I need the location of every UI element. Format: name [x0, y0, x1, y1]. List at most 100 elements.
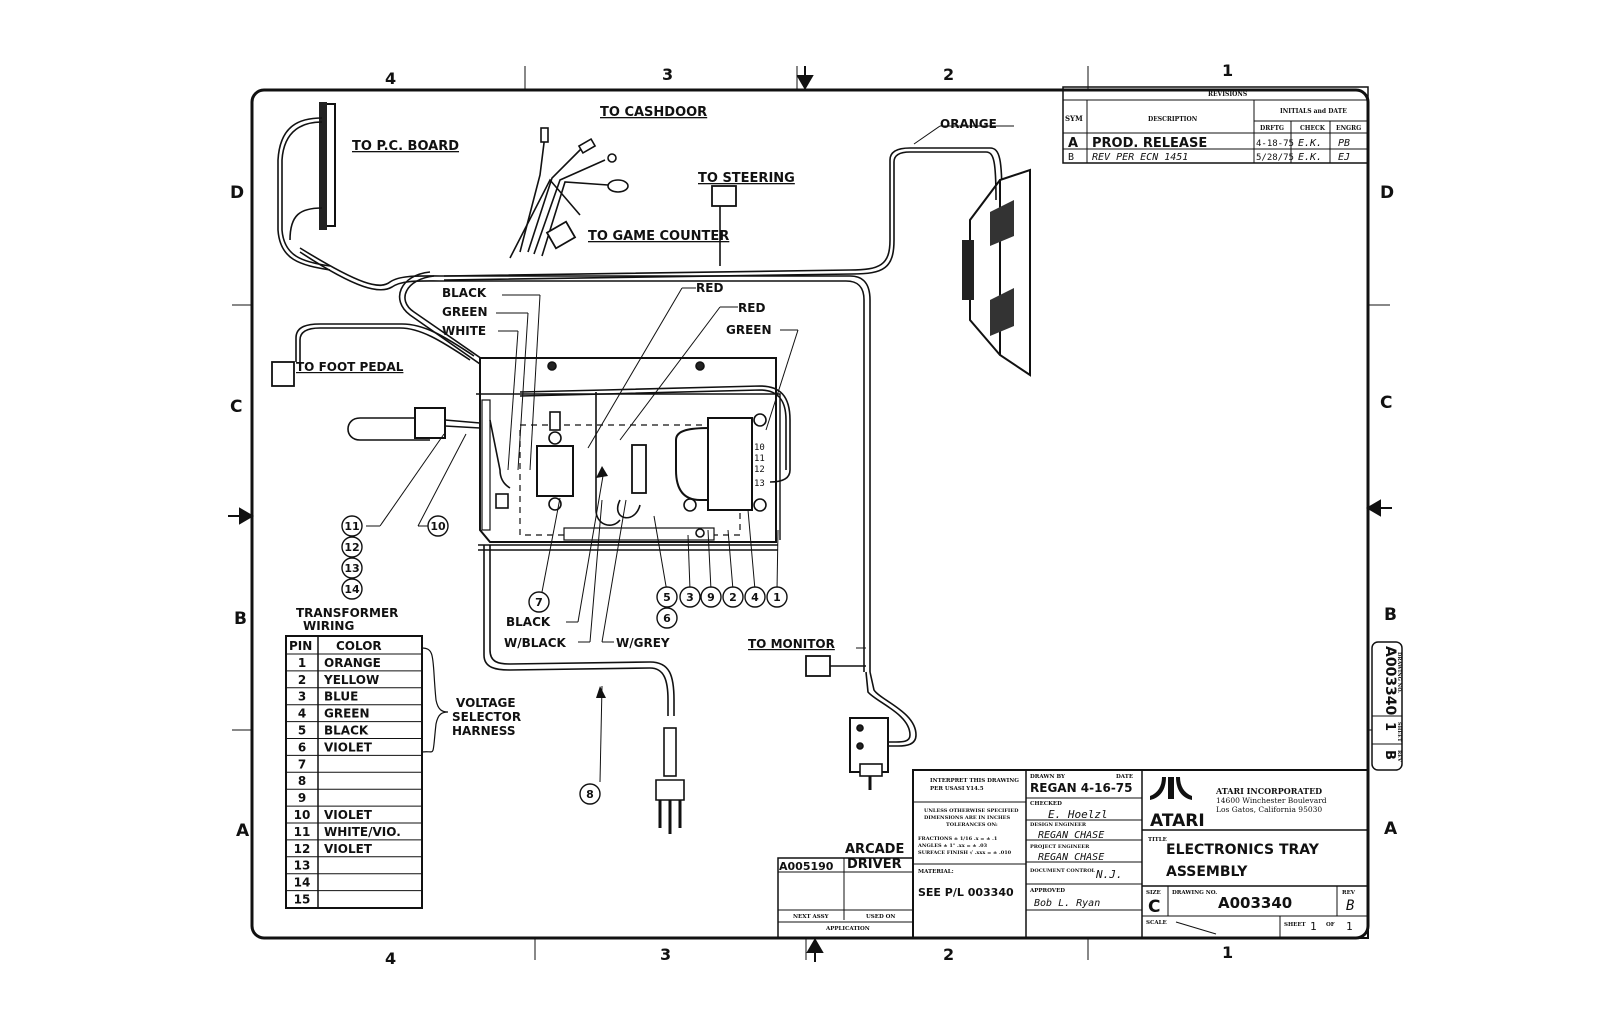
drawn-by-value: REGAN 4-16-75	[1030, 781, 1133, 795]
terminal-label: 11	[754, 454, 765, 464]
application-label: APPLICATION	[825, 926, 870, 932]
table-color-cell: GREEN	[324, 707, 370, 721]
table-color-cell: VIOLET	[324, 842, 373, 856]
rev-value: B	[1346, 898, 1354, 914]
table-pin-cell: 15	[294, 893, 311, 907]
side-tab-dwg-label: DRAWING NO.	[1396, 652, 1402, 693]
dwg-no-label: DRAWING NO.	[1172, 890, 1217, 896]
of-label: OF	[1326, 922, 1335, 928]
label-green: GREEN	[442, 305, 488, 319]
table-color-cell: VIOLET	[324, 808, 373, 822]
table-title: WIRING	[303, 619, 354, 633]
project-value: REGAN CHASE	[1038, 852, 1104, 863]
terminal-label: 10	[754, 443, 765, 453]
zone-row-right: A	[1384, 819, 1398, 839]
callout-number: 11	[344, 520, 359, 533]
zone-row-right: B	[1384, 605, 1397, 625]
label-harness: HARNESS	[452, 724, 516, 738]
table-pin-cell: 6	[298, 740, 306, 754]
zone-col-bottom: 3	[660, 945, 671, 964]
angles-line: ANGLES ± 1° .xx = ± .03	[917, 843, 988, 849]
zone-col-bottom: 1	[1222, 943, 1233, 962]
side-tab-sheet-label: SHEET	[1396, 722, 1402, 742]
zone-row-right: D	[1380, 183, 1394, 203]
label-to-game-counter: TO GAME COUNTER	[588, 229, 729, 244]
application-name: DRIVER	[847, 857, 902, 872]
callout-number: 6	[663, 612, 671, 625]
table-color-cell: WHITE/VIO.	[324, 825, 401, 839]
design-label: DESIGN ENGINEER	[1030, 822, 1087, 828]
table-color-cell: VIOLET	[324, 740, 373, 754]
callout-number: 3	[686, 591, 694, 604]
company-line: 14600 Winchester Boulevard	[1216, 796, 1327, 805]
approved-value: Bob L. Ryan	[1034, 898, 1100, 909]
rev-date: 4-18-75	[1256, 139, 1294, 149]
label-red: RED	[738, 301, 765, 315]
revisions-block	[1062, 86, 1369, 164]
callout-number: 10	[430, 520, 446, 533]
terminal-label: 13	[754, 479, 765, 489]
table-color-cell: BLACK	[324, 724, 369, 738]
table-pin-cell: 14	[294, 876, 311, 890]
sheet-label: SHEET	[1284, 922, 1307, 928]
table-pin-cell: 12	[294, 842, 311, 856]
label-red: RED	[696, 281, 723, 295]
side-tab-dwg: A003340	[1382, 646, 1398, 716]
rev-col-check: CHECK	[1300, 125, 1326, 132]
rev-col-sym: SYM	[1065, 114, 1083, 123]
of-value: 1	[1346, 920, 1353, 933]
company-line: Los Gatos, California 95030	[1216, 805, 1322, 814]
atari-logo	[1150, 777, 1192, 800]
table-header-color: COLOR	[336, 639, 382, 653]
zone-col-bottom: 4	[385, 949, 396, 968]
tolerance-line: DIMENSIONS ARE IN INCHES	[924, 815, 1010, 821]
callout-numbers: 11 12 13 14 10 7 8 5 3 9 2 4 1 6	[344, 520, 780, 801]
callout-number: 5	[663, 591, 671, 604]
label-to-cashdoor: TO CASHDOOR	[600, 105, 707, 120]
label-voltage: VOLTAGE	[456, 696, 516, 710]
table-pin-cell: 10	[294, 808, 311, 822]
label-to-monitor: TO MONITOR	[748, 637, 835, 651]
callout-number: 8	[586, 788, 594, 801]
callout-number: 2	[729, 591, 737, 604]
label-selector: SELECTOR	[452, 710, 521, 724]
table-pin-cell: 7	[298, 757, 306, 771]
table-color-cell: YELLOW	[323, 673, 379, 687]
label-to-steering: TO STEERING	[698, 171, 795, 186]
callout-number: 12	[344, 541, 359, 554]
rev-col-init: INITIALS and DATE	[1280, 108, 1347, 115]
dwg-no-value: A003340	[1218, 894, 1292, 912]
leader-arrowheads	[596, 466, 608, 698]
label-to-foot-pedal: TO FOOT PEDAL	[296, 360, 404, 374]
rev-check: E.K.	[1298, 138, 1322, 149]
side-tab: A003340 DRAWING NO. 1 SHEET B REV	[1371, 641, 1403, 771]
rev-col-drftg: DRFTG	[1260, 125, 1284, 132]
rev-desc: PROD. RELEASE	[1092, 136, 1207, 151]
tolerance-line: UNLESS OTHERWISE SPECIFIED	[924, 808, 1019, 814]
rev-engrg: EJ	[1338, 152, 1350, 163]
revisions-title: REVISIONS	[1208, 91, 1247, 98]
drawing-title: ELECTRONICS TRAY	[1166, 842, 1320, 858]
design-value: REGAN CHASE	[1038, 830, 1104, 841]
callout-number: 7	[535, 596, 543, 609]
callout-circles	[341, 515, 788, 805]
label-w-grey: W/GREY	[616, 636, 670, 650]
used-on-label: USED ON	[866, 914, 895, 920]
zone-row-left: C	[230, 397, 242, 417]
side-tab-rev: B	[1382, 750, 1397, 760]
label-black: BLACK	[442, 286, 487, 300]
table-header-pin: PIN	[289, 639, 312, 653]
zone-col-top: 4	[385, 69, 396, 88]
doc-control-label: DOCUMENT CONTROL	[1030, 868, 1096, 874]
rev-engrg: PB	[1338, 138, 1350, 149]
rev-desc: REV PER ECN 1451	[1092, 152, 1188, 163]
callout-number: 4	[751, 591, 759, 604]
callout-number: 9	[707, 591, 715, 604]
drawing-title: ASSEMBLY	[1166, 864, 1248, 880]
label-orange: ORANGE	[940, 117, 997, 131]
project-label: PROJECT ENGINEER	[1030, 844, 1090, 850]
rev-col-engrg: ENGRG	[1336, 125, 1361, 132]
zone-col-top: 1	[1222, 61, 1233, 80]
rev-check: E.K.	[1298, 152, 1322, 163]
